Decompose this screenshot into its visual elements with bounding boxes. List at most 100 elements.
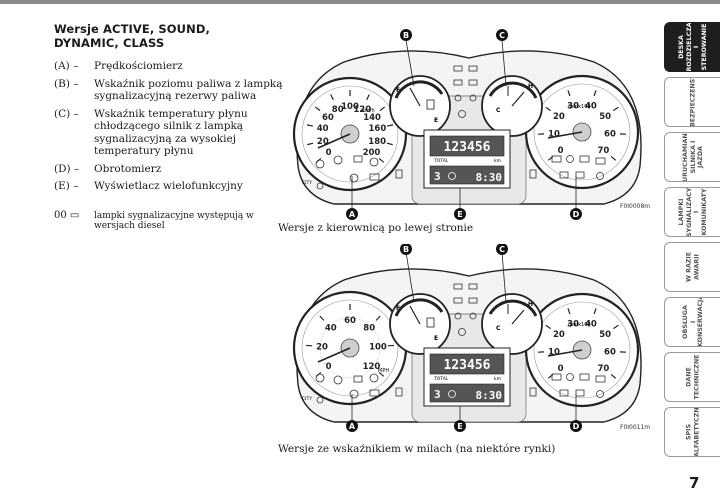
temperature-gauge: C H (481, 293, 543, 355)
rpm-tick-label: 70 (598, 146, 610, 156)
speedometer-warning-icons (315, 155, 403, 190)
rpm-label: rpmx100 (568, 322, 591, 328)
marker-c: C (499, 245, 505, 254)
legend-item: (A) – Prędkościomierz (54, 60, 284, 73)
speed-tick-mark (314, 106, 321, 112)
tab-uruchamianie[interactable]: URUCHAMIANIE SILNIKA I JAZDA (664, 132, 720, 182)
marker-c: C (499, 31, 505, 40)
tachometer-warning-icons (529, 155, 606, 180)
speed-tick-label: 0 (326, 148, 332, 158)
speed-tick-label: 20 (316, 342, 328, 352)
city-label: CITY (302, 180, 312, 186)
page-number: 7 (689, 474, 700, 492)
headlight-icon (448, 390, 456, 398)
rpm-tick-label: 20 (553, 330, 565, 340)
speed-tick-mark (387, 124, 394, 127)
temperature-gauge: C H (481, 75, 543, 137)
legend-item: (C) – Wskaźnik temperatury płynu chłodząc… (54, 108, 284, 158)
tab-awarie[interactable]: W RAZIE AWARII (664, 242, 720, 292)
rpm-tick-label: 40 (585, 319, 597, 329)
fuel-gauge: F E (389, 75, 451, 137)
tab-bezpieczenstwo[interactable]: BEZPIECZEŃSTWO (664, 77, 720, 127)
rpm-tick-label: 0 (558, 146, 564, 156)
tachometer-warning-icons (529, 373, 606, 398)
section-title-line1: Wersje ACTIVE, SOUND, (54, 22, 210, 36)
legend-key: (E) – (54, 180, 79, 192)
speed-tick-mark (319, 315, 325, 321)
speed-tick-label: 120 (363, 362, 381, 372)
gear-readout: 3 (434, 388, 441, 401)
rpm-label: rpmx100 (568, 104, 591, 110)
temp-hot-label: H (528, 301, 533, 308)
legend-key: (D) – (54, 162, 80, 175)
rpm-tick-mark (613, 324, 619, 330)
section-title-line2: DYNAMIC, CLASS (54, 36, 165, 50)
multifunction-display: 123456 TOTAL km 3 8:30 (423, 129, 511, 189)
speed-tick-label: 40 (325, 324, 337, 334)
speed-tick-label: 140 (363, 113, 381, 123)
legend-key: (C) – (54, 107, 79, 120)
legend-list: (A) –Prędkościomierz (B) –Wskaźnik pozio… (54, 60, 284, 193)
section-title: Wersje ACTIVE, SOUND, DYNAMIC, CLASS (54, 22, 284, 50)
fuel-empty-label: E (434, 117, 438, 124)
rpm-tick-mark (610, 155, 617, 161)
marker-a: A (349, 210, 356, 219)
rpm-tick-label: 20 (553, 112, 565, 122)
tab-label: BEZPIECZEŃSTWO (688, 77, 696, 127)
unit-label: km (494, 158, 501, 164)
rpm-tick-label: 50 (599, 330, 611, 340)
fuel-pump-icon (426, 317, 435, 328)
speed-tick-label: 60 (322, 113, 334, 123)
rpm-tick-label: 50 (599, 112, 611, 122)
tab-label: OBSŁUGA I KONSERWACJA (681, 297, 704, 347)
speed-tick-mark (375, 315, 381, 321)
speed-tick-label: 120 (353, 105, 371, 115)
rpm-tick-mark (613, 106, 619, 112)
top-rule (0, 0, 720, 4)
rpm-tick-mark (567, 90, 571, 97)
tab-dane-techniczne[interactable]: DANE TECHNICZNE (664, 352, 720, 402)
tab-spis[interactable]: SPIS ALFABETYCZNY (664, 407, 720, 457)
figure-code: F0I0008m (620, 203, 651, 210)
legend-text: Wyświetlacz wielofunkcyjny (94, 180, 243, 192)
speed-tick-mark (366, 94, 370, 101)
legend-text: Prędkościomierz (94, 60, 183, 72)
tab-lampki[interactable]: LAMPKI SYGNALIZACYJNE I KOMUNIKATY (664, 187, 720, 237)
marker-a: A (349, 422, 356, 431)
speed-tick-label: 40 (317, 124, 329, 134)
glow-plug-icon: 00 ▭ (54, 209, 80, 221)
rpm-tick-mark (593, 90, 597, 97)
multifunction-display: 123456 TOTAL km 3 8:30 (423, 347, 511, 407)
speed-tick-label: 20 (317, 137, 329, 147)
legend-key: (B) – (54, 77, 79, 90)
tab-obsluga[interactable]: OBSŁUGA I KONSERWACJA (664, 297, 720, 347)
rpm-tick-label: 10 (548, 347, 560, 357)
speed-tick-label: 160 (369, 124, 387, 134)
diagram-caption: Wersje ze wskaźnikiem w milach (na niekt… (278, 443, 556, 455)
speed-tick-mark (378, 371, 385, 377)
legend-key: (A) – (54, 60, 79, 72)
legend-text: Wskaźnik temperatury płynu chłodzącego s… (94, 107, 248, 158)
warning-light-icons (453, 283, 478, 336)
tab-label: DESKA ROZDZIELCZA I STEROWANIE (677, 22, 708, 72)
tab-deska-rozdzielcza[interactable]: DESKA ROZDZIELCZA I STEROWANIE (664, 22, 720, 72)
unit-label: km (494, 376, 501, 382)
tab-label: URUCHAMIANIE SILNIKA I JAZDA (681, 132, 704, 182)
rpm-tick-mark (610, 373, 617, 379)
rpm-tick-label: 30 (567, 101, 579, 111)
marker-e: E (457, 210, 462, 219)
rpm-tick-mark (567, 308, 571, 315)
speed-tick-mark (330, 94, 334, 101)
temp-cold-label: C (496, 107, 501, 114)
speed-tick-label: 0 (326, 362, 332, 372)
temp-cold-label: C (496, 325, 501, 332)
marker-b: B (403, 245, 409, 254)
speed-tick-mark (307, 142, 314, 146)
speed-tick-mark (379, 106, 386, 112)
chapter-tabs: DESKA ROZDZIELCZA I STEROWANIE BEZPIECZE… (664, 22, 720, 462)
